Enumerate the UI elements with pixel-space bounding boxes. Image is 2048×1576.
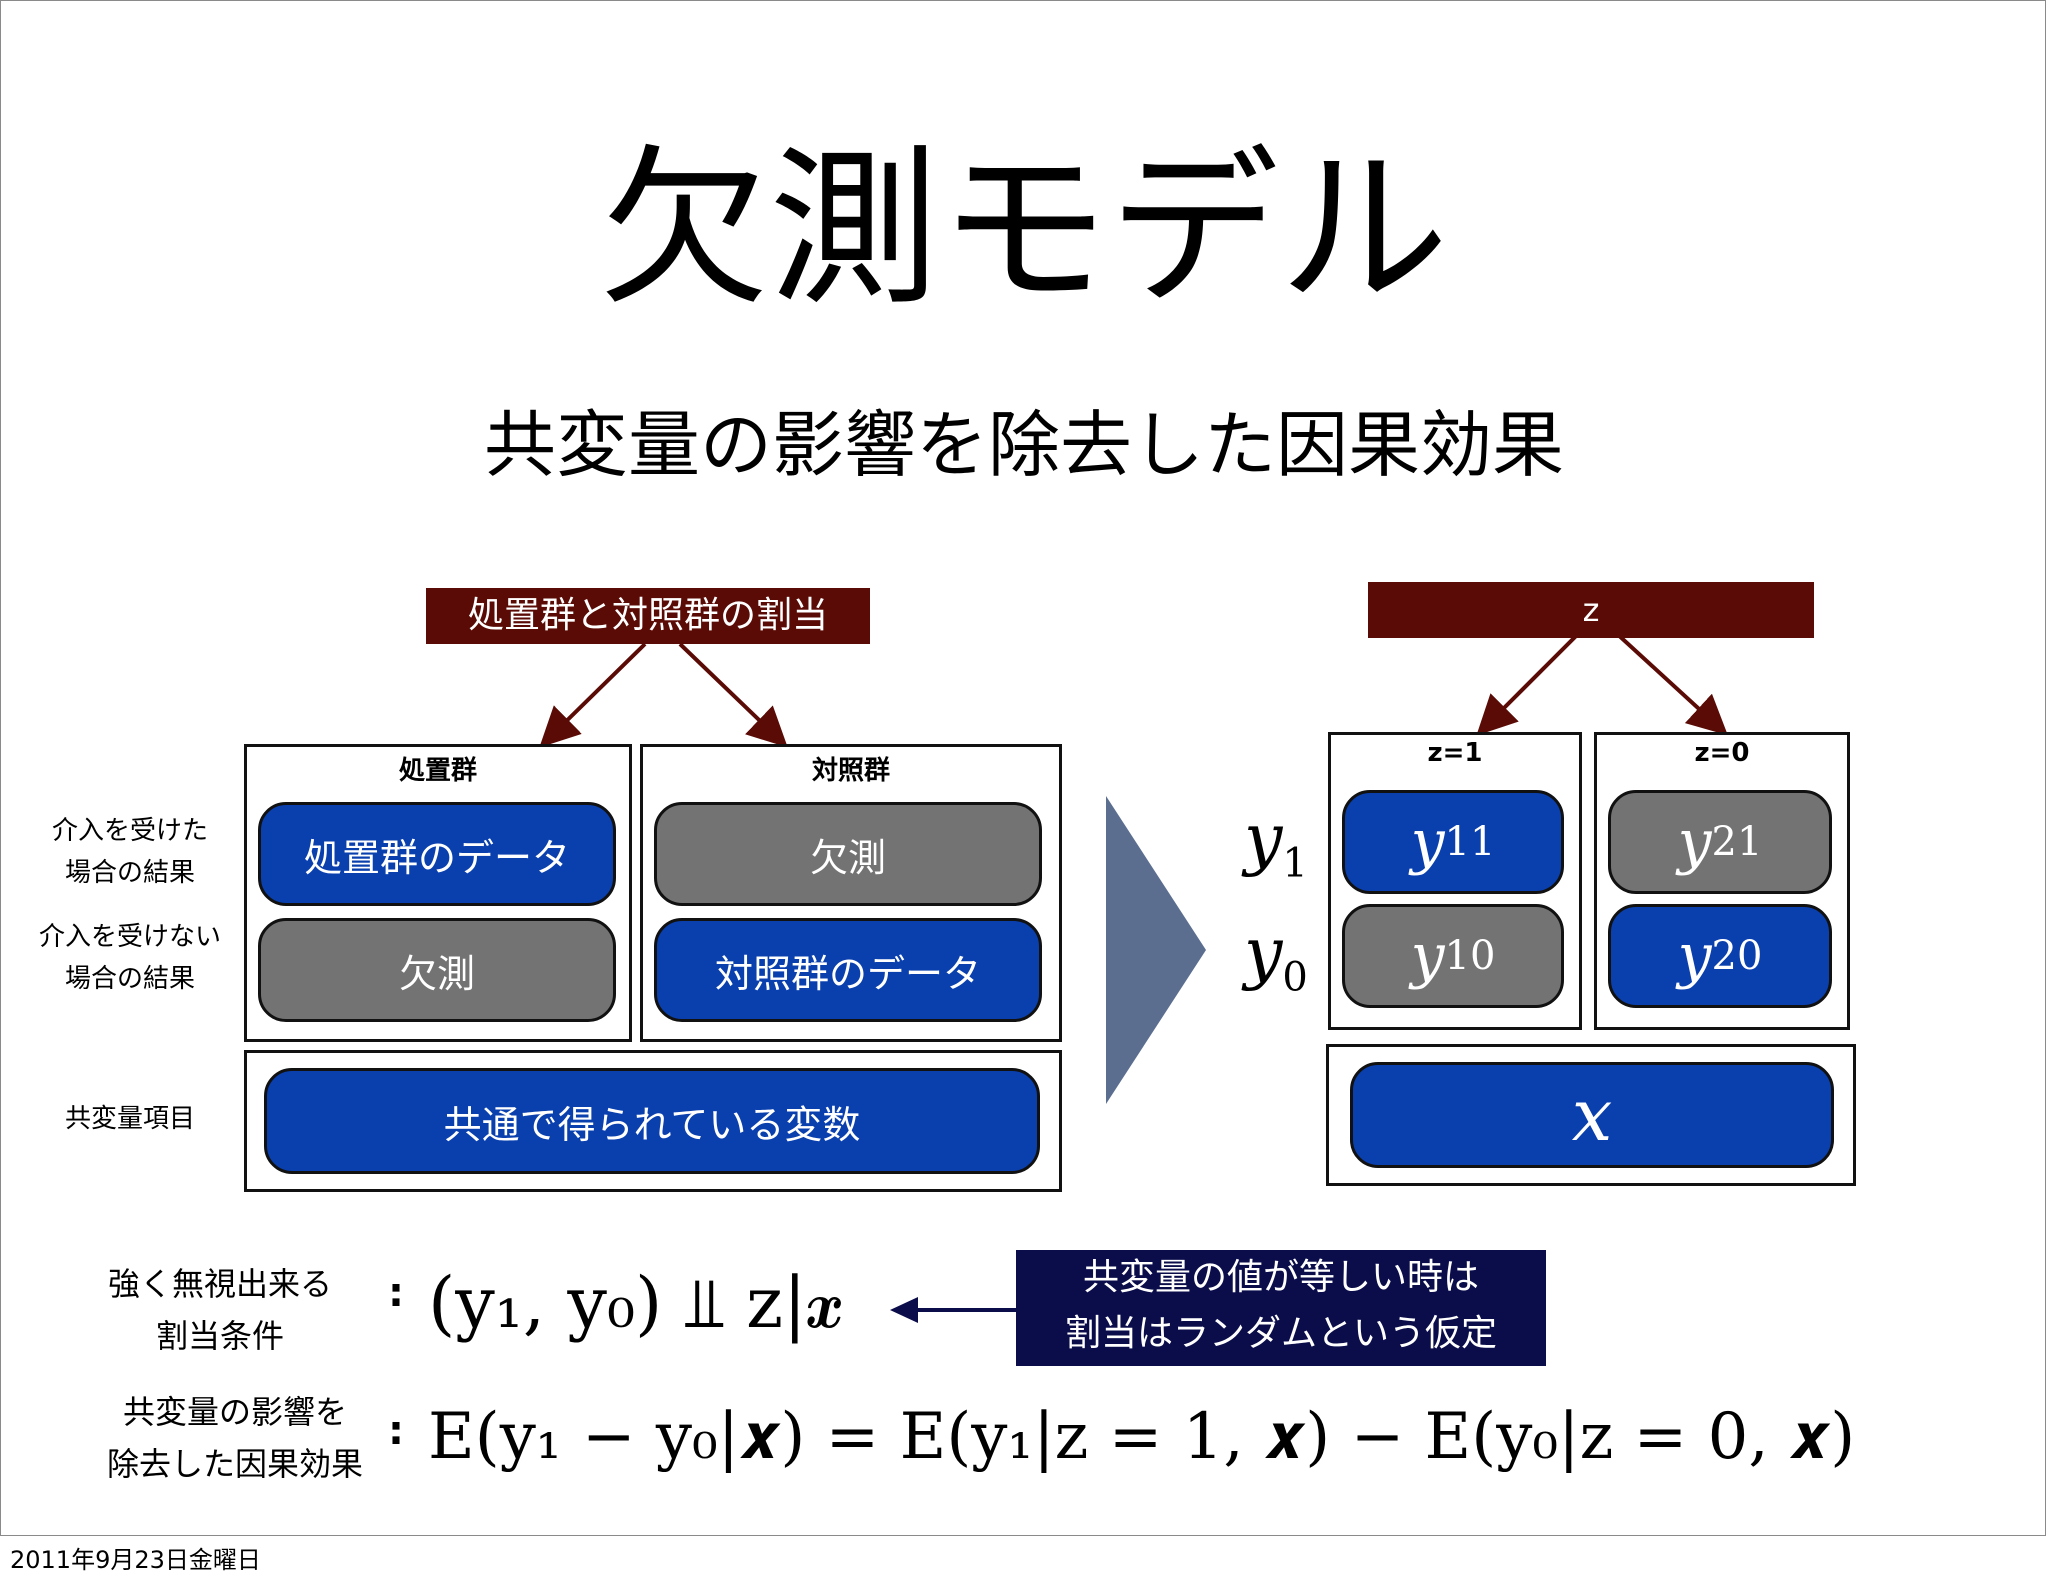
z1-label: z=1 — [1427, 738, 1483, 768]
row2-label: 介入を受けない場合の結果 — [38, 922, 221, 994]
ignorability-formula: (y₁, y₀) ⫫ z|𝒙 — [428, 1262, 842, 1344]
arrow-to-z0 — [1613, 630, 1728, 736]
causal-effect-colon: : — [388, 1408, 404, 1454]
assumption-note: 共変量の値が等しい時は割当はランダムという仮定 — [1016, 1250, 1546, 1366]
causal-effect-label: 共変量の影響を除去した因果効果 — [106, 1393, 363, 1483]
ignorability-label: 強く無視出来る割当条件 — [107, 1265, 332, 1355]
z0-label: z=0 — [1694, 738, 1750, 768]
covariate-cell: 共通で得られている変数 — [264, 1068, 1040, 1174]
control-data-cell: 対照群のデータ — [654, 918, 1042, 1022]
arrow-to-treated — [539, 642, 647, 748]
page-title: 欠測モデル — [598, 131, 1449, 329]
footer-date: 2011年9月23日金曜日 — [10, 1546, 261, 1574]
ignorability-colon: : — [388, 1270, 404, 1316]
x-cell: x — [1350, 1062, 1834, 1168]
assignment-banner: 処置群と対照群の割当 — [426, 588, 870, 644]
treated-missing-cell: 欠測 — [258, 918, 616, 1022]
page-subtitle: 共変量の影響を除去した因果効果 — [483, 403, 1564, 487]
treated-data-cell: 処置群のデータ — [258, 802, 616, 906]
arrow-to-control — [678, 642, 788, 748]
treated-label: 処置群 — [398, 756, 477, 786]
transform-arrow-shape — [1106, 796, 1206, 1104]
arrow-to-z1 — [1476, 630, 1582, 736]
causal-effect-formula: E(y₁ − y₀|𝒙) = E(y₁|z = 1, 𝒙) − E(y₀|z =… — [428, 1400, 1856, 1474]
z-banner: z — [1368, 582, 1814, 638]
control-label: 対照群 — [811, 756, 890, 786]
y1-row-label: y1 — [1244, 800, 1308, 887]
control-missing-cell: 欠測 — [654, 802, 1042, 906]
covariate-side-label: 共変量項目 — [64, 1104, 195, 1134]
note-arrow-head — [890, 1297, 918, 1323]
row1-label: 介入を受けた場合の結果 — [51, 816, 208, 888]
y0-row-label: y0 — [1244, 914, 1308, 1001]
